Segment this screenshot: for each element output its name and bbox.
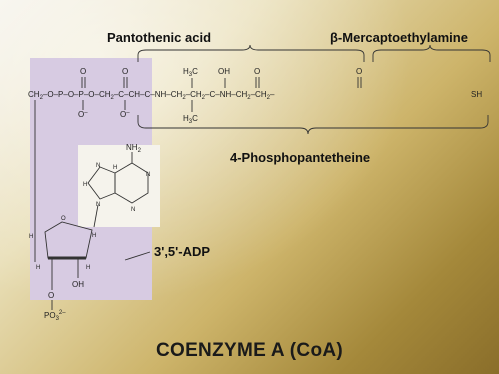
main-chain-text: CH2–O–P–O–P–O–CH2–C–CH–C–NH–CH2–CH2–C–NH…	[28, 90, 275, 101]
svg-text:H: H	[83, 182, 87, 188]
phosphate-2-o-minus: O–	[120, 110, 130, 119]
svg-text:N: N	[146, 172, 150, 178]
diagram-title: COENZYME A (CoA)	[155, 340, 344, 361]
svg-text:O: O	[61, 216, 66, 222]
svg-text:H: H	[36, 265, 40, 271]
svg-text:H: H	[92, 233, 96, 239]
svg-text:N: N	[131, 207, 135, 213]
phosphate-2-o-top: O	[122, 67, 128, 76]
svg-text:PO32–: PO32–	[44, 310, 66, 322]
phosphate-1-o-minus: O–	[78, 110, 88, 119]
pantothenic-acid-bracket	[137, 44, 365, 62]
thiol-group: SH	[471, 90, 482, 99]
svg-text:H: H	[113, 165, 117, 171]
ribose-ring: O H H H H OH O PO32–	[29, 216, 96, 322]
mercaptoethylamine-bracket	[372, 44, 491, 62]
phosphopantetheine-bracket	[137, 115, 489, 135]
adenine-region-highlight	[78, 145, 160, 227]
phosphopantetheine-label: 4-Phosphopantetheine	[230, 150, 371, 165]
svg-text:N: N	[96, 202, 100, 208]
carbonyl-1-o: O	[254, 67, 260, 76]
mercaptoethylamine-label: β-Mercaptoethylamine	[330, 30, 468, 45]
svg-text:N: N	[96, 163, 100, 169]
adp-pointer	[124, 251, 151, 261]
pantothenic-acid-label: Pantothenic acid	[107, 30, 212, 45]
svg-text:OH: OH	[72, 280, 84, 289]
carbonyl-2-o: O	[356, 67, 362, 76]
glycosidic-bond	[93, 204, 99, 228]
svg-text:H: H	[86, 265, 90, 271]
adenine-ring: NH2 N N N N H H	[83, 143, 150, 213]
methyl-top: H3C	[183, 67, 198, 78]
methyl-bottom: H3C	[183, 114, 198, 125]
svg-text:O: O	[48, 291, 54, 300]
adp-label: 3',5'-ADP	[154, 244, 211, 259]
svg-text:H: H	[29, 234, 33, 240]
svg-text:NH2: NH2	[126, 143, 142, 154]
hydroxyl-group: OH	[218, 67, 230, 76]
phosphate-1-o-top: O	[80, 67, 86, 76]
